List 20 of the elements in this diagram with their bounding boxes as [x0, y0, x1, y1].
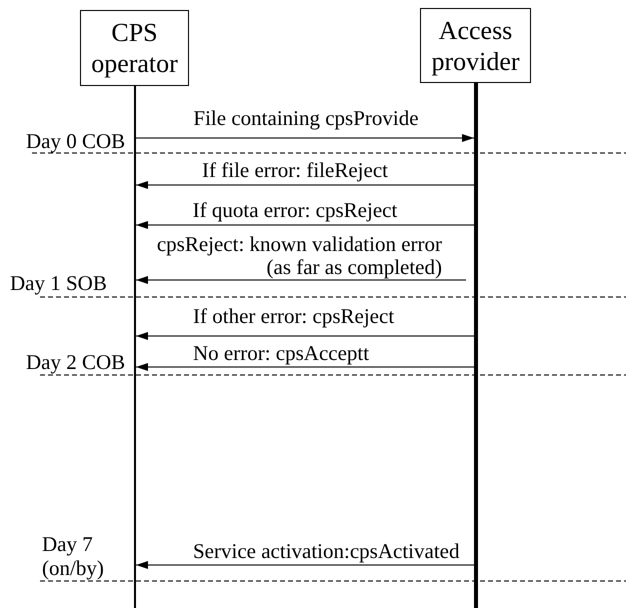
- time-label: Day 0 COB: [26, 129, 126, 153]
- arrow: [136, 221, 474, 229]
- message-label: No error: cpsAcceptt: [193, 342, 370, 365]
- arrow: [136, 363, 474, 371]
- arrow: [136, 561, 474, 569]
- arrow: [136, 276, 466, 284]
- message-label: If other error: cpsReject: [193, 305, 396, 328]
- participant-box: Access provider: [420, 8, 531, 83]
- arrow: [136, 134, 474, 142]
- time-label: Day 1 SOB: [10, 271, 107, 295]
- message-label: cpsReject: known validation error (as far as completed): [156, 233, 442, 279]
- arrow: [136, 332, 474, 340]
- time-label: Day 2 COB: [26, 350, 126, 374]
- time-label: Day 7 (on/by): [42, 532, 105, 580]
- message-label: If file error: fileReject: [201, 159, 389, 182]
- message-label: If quota error: cpsReject: [192, 199, 398, 222]
- message-label: File containing cpsProvide: [192, 107, 420, 130]
- message-label: Service activation:cpsActivated: [193, 540, 460, 563]
- arrow: [136, 181, 474, 189]
- participant-box: CPS operator: [80, 10, 189, 86]
